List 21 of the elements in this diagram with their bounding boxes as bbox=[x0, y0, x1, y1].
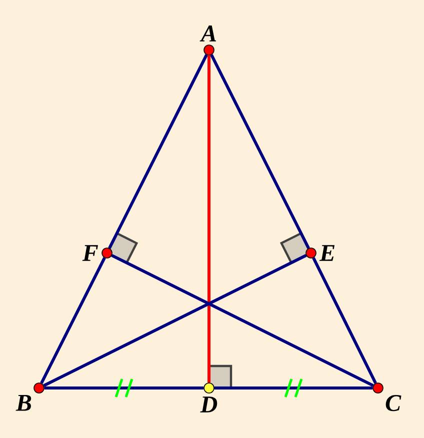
line-segment bbox=[108, 54, 208, 249]
line-segment bbox=[312, 257, 377, 384]
node-label: D bbox=[200, 396, 218, 412]
line-segment bbox=[210, 54, 310, 249]
node-label: A bbox=[200, 26, 216, 42]
line-segment bbox=[43, 254, 307, 387]
point: A bbox=[200, 26, 216, 56]
point: C bbox=[372, 382, 402, 412]
line-segment bbox=[208, 55, 210, 383]
point: B bbox=[16, 382, 44, 411]
node-label: E bbox=[319, 245, 335, 261]
point: E bbox=[306, 245, 335, 261]
node-label: B bbox=[16, 395, 32, 411]
node-label: C bbox=[386, 395, 402, 412]
line-segment bbox=[214, 386, 373, 390]
point: D bbox=[200, 382, 218, 412]
point: F bbox=[82, 245, 112, 261]
line-segment bbox=[44, 386, 204, 390]
line-segment bbox=[111, 254, 374, 387]
line-segment bbox=[40, 257, 106, 384]
node-label: F bbox=[82, 245, 98, 261]
